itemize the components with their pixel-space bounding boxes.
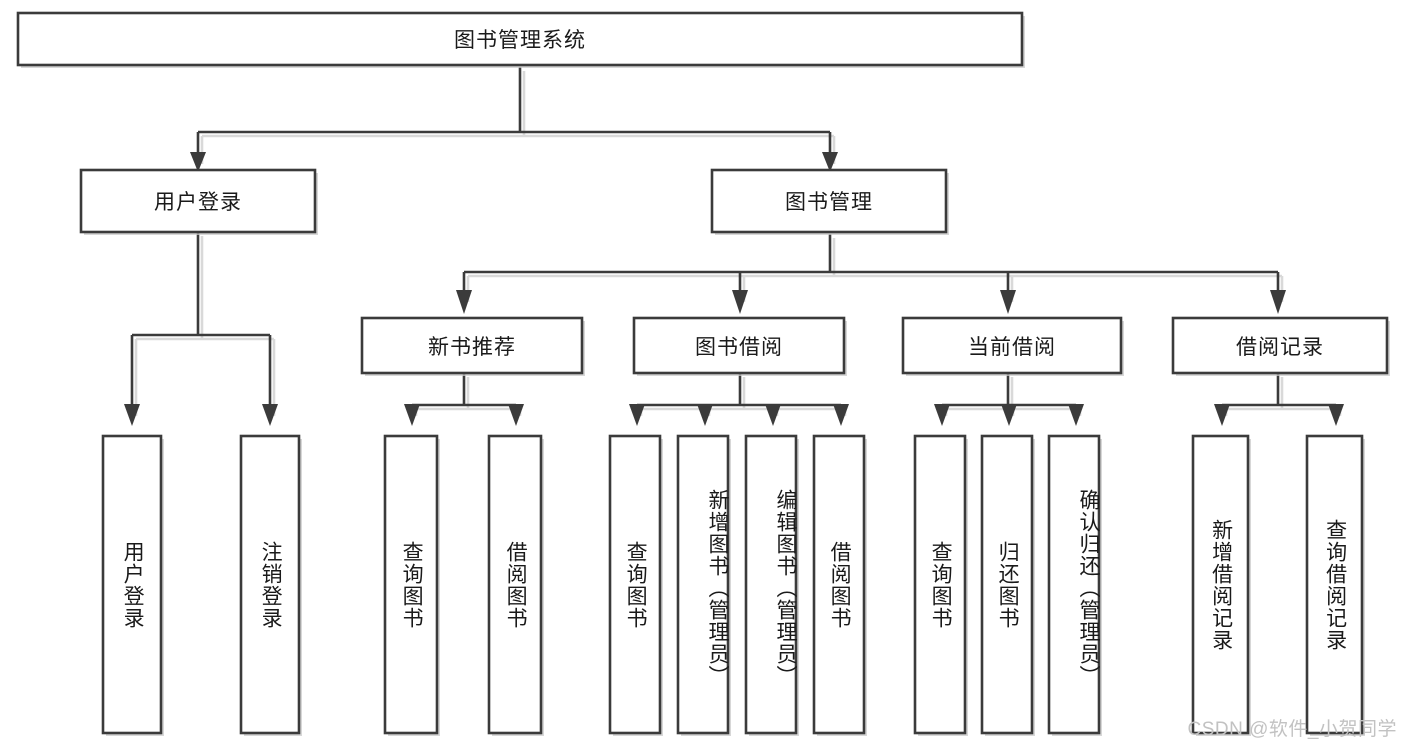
csdn-watermark: CSDN @软件_小贺同学 [1187, 719, 1397, 740]
arrow-cb-leaf-1 [934, 404, 950, 426]
leaf-box-br-query[interactable] [1305, 434, 1364, 735]
box-layer [16, 11, 1389, 735]
book-borrow-to-leaves-connector [635, 373, 843, 412]
node-new-book-recommend-box[interactable] [360, 316, 584, 375]
user-login-bus-shadow [134, 236, 276, 416]
leaf-box-logout[interactable] [239, 434, 301, 735]
arrow-nb-leaf-2 [508, 404, 524, 426]
leaf-box-bb-query[interactable] [608, 434, 662, 735]
leaf-box-bb-edit[interactable] [744, 434, 798, 735]
arrow-cb-leaf-3 [1068, 404, 1084, 426]
leaf-box-br-add[interactable] [1191, 434, 1250, 735]
connector-layer [124, 67, 1344, 426]
leaf-box-user-login[interactable] [101, 434, 163, 735]
leaf-box-cb-query[interactable] [913, 434, 967, 735]
new-book-to-leaves-connector [410, 373, 518, 412]
arrow-to-user-login-leaf [124, 404, 140, 426]
node-book-borrow-box[interactable] [632, 316, 846, 375]
node-user-login-box[interactable] [79, 168, 317, 234]
book-manage-bus-shadow [466, 238, 1284, 302]
new-book-bus-shadow [414, 377, 522, 416]
root-bus-shadow [200, 71, 836, 164]
arrow-bb-leaf-3 [765, 404, 781, 426]
leaf-box-nb-borrow[interactable] [487, 434, 543, 735]
node-current-borrow-box[interactable] [901, 316, 1123, 375]
book-manage-to-level3-connector [462, 234, 1280, 298]
leaf-box-bb-borrow[interactable] [812, 434, 866, 735]
borrow-record-to-leaves-connector [1220, 373, 1338, 412]
arrow-nb-leaf-1 [404, 404, 420, 426]
arrow-bb-leaf-1 [629, 404, 645, 426]
arrow-to-book-borrow [732, 290, 748, 314]
arrow-to-book-manage [822, 152, 838, 172]
borrow-record-bus-shadow [1224, 377, 1342, 416]
root-to-level2-connector [196, 67, 832, 160]
node-book-manage-box[interactable] [710, 168, 948, 234]
arrow-to-borrow-record [1270, 290, 1286, 314]
arrow-to-user-login [190, 152, 206, 172]
leaf-box-bb-add[interactable] [676, 434, 730, 735]
node-root-box[interactable] [16, 11, 1024, 67]
leaf-box-cb-return[interactable] [980, 434, 1034, 735]
arrow-to-current-borrow [1000, 290, 1016, 314]
arrow-bb-leaf-2 [697, 404, 713, 426]
arrow-br-leaf-1 [1214, 404, 1230, 426]
arrow-br-leaf-2 [1328, 404, 1344, 426]
leaf-box-cb-confirm[interactable] [1047, 434, 1101, 735]
arrow-bb-leaf-4 [833, 404, 849, 426]
arrow-to-new-book-recommend [456, 290, 472, 314]
book-borrow-bus-shadow [639, 377, 847, 416]
user-login-to-leaves-connector [130, 232, 272, 412]
arrow-cb-leaf-2 [1001, 404, 1017, 426]
node-borrow-record-box[interactable] [1171, 316, 1389, 375]
arrow-to-logout-leaf [262, 404, 278, 426]
leaf-box-nb-query[interactable] [383, 434, 439, 735]
